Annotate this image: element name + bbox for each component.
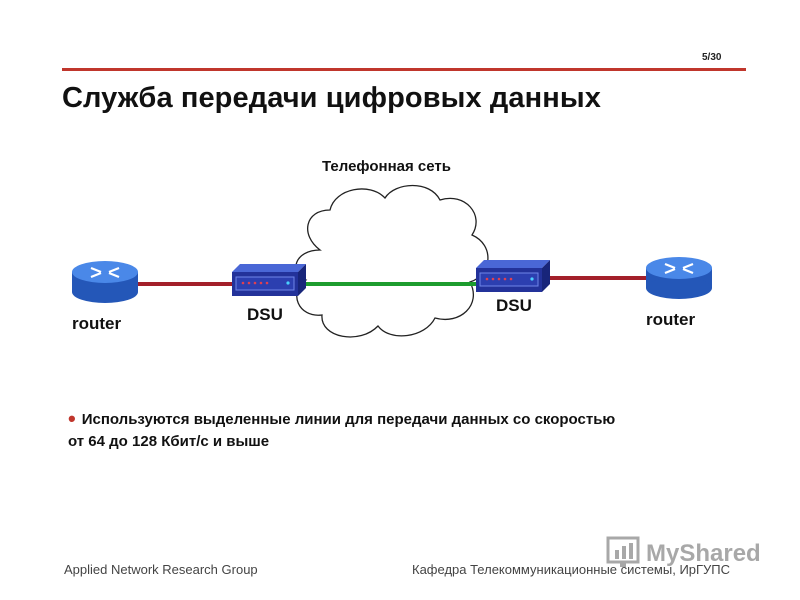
left-router-icon bbox=[72, 261, 138, 303]
left-router-label: router bbox=[72, 314, 122, 333]
bullet-text-line2: от 64 до 128 Кбит/с и выше bbox=[68, 433, 270, 450]
footer-right: Кафедра Телекоммуникационные системы, Ир… bbox=[412, 562, 731, 577]
cloud-label: Телефонная сеть bbox=[322, 158, 451, 175]
footer-left: Applied Network Research Group bbox=[64, 562, 258, 577]
slide-title: Служба передачи цифровых данных bbox=[62, 82, 601, 114]
watermark-chart-icon bbox=[606, 536, 640, 567]
telephone-network-cloud bbox=[295, 185, 489, 338]
right-router-icon bbox=[646, 257, 712, 299]
left-dsu-icon bbox=[232, 264, 306, 296]
bullet-text-line1: Используются выделенные линии для переда… bbox=[81, 411, 616, 428]
right-dsu-label: DSU bbox=[496, 296, 532, 315]
left-dsu-label: DSU bbox=[247, 305, 283, 324]
right-dsu-icon bbox=[476, 260, 550, 292]
right-router-label: router bbox=[646, 310, 696, 329]
watermark-logo: MyShared bbox=[606, 534, 766, 574]
page-number: 5/30 bbox=[702, 52, 722, 63]
bullet-paragraph: • Используются выделенные линии для перед… bbox=[68, 406, 748, 453]
bullet-dot-icon: • bbox=[68, 406, 76, 431]
title-divider bbox=[62, 68, 746, 71]
watermark-text: MyShared bbox=[646, 540, 761, 567]
